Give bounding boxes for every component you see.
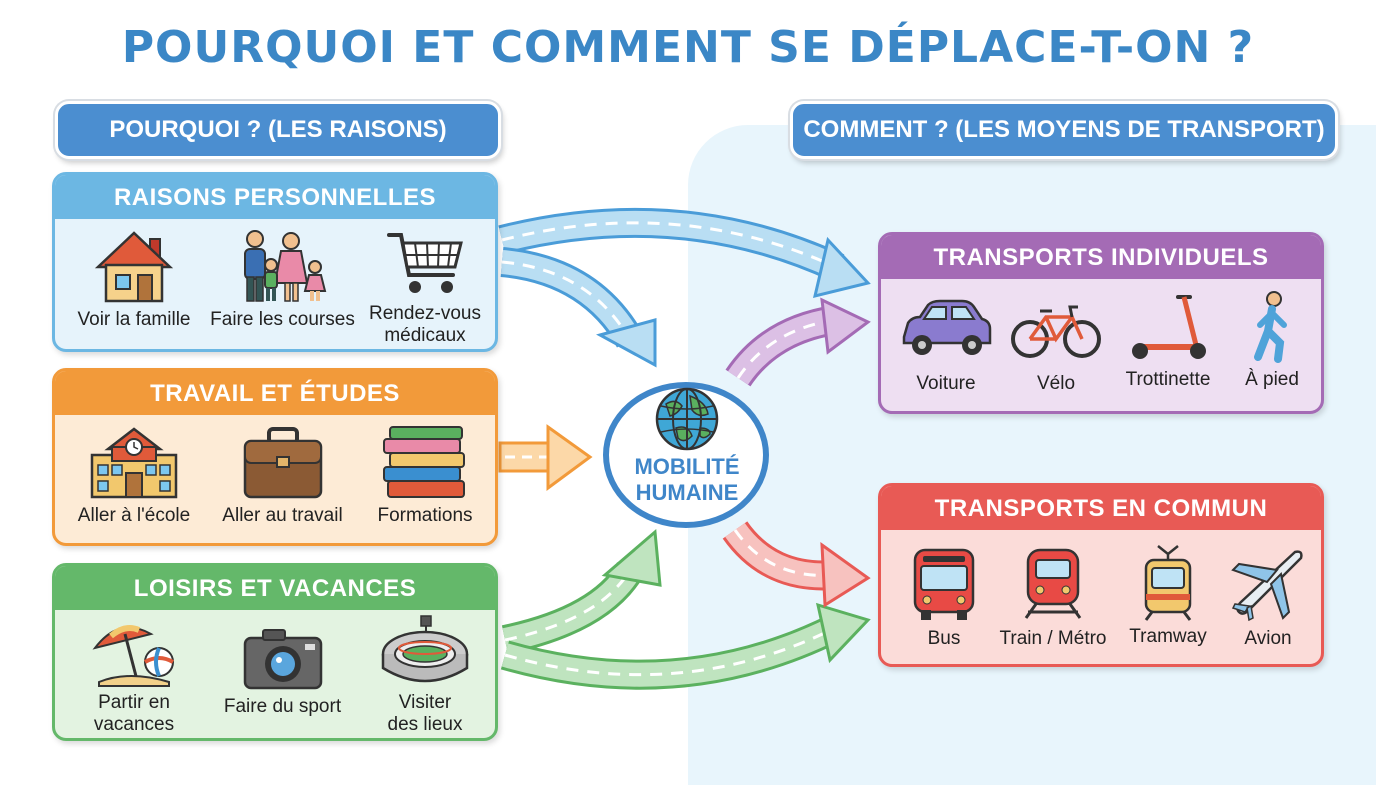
item-walking: À pied xyxy=(1217,291,1321,391)
item-shopping: Faire les courses xyxy=(205,227,360,331)
item-medical-appointments: Rendez-vous médicaux xyxy=(360,227,490,347)
hub-label: MOBILITÉ HUMAINE xyxy=(603,454,771,506)
bicycle-icon xyxy=(1011,305,1101,358)
label-car: Voiture xyxy=(916,373,976,394)
briefcase-icon xyxy=(243,427,322,499)
label-shopping: Faire les courses xyxy=(210,309,355,330)
arrow-work-to-hub xyxy=(498,424,593,491)
tram-icon xyxy=(1144,545,1192,621)
item-visit-places: Visiter des lieux xyxy=(360,614,490,736)
label-training: Formations xyxy=(377,505,473,526)
label-tramway: Tramway xyxy=(1129,626,1207,647)
label-visit-line2: des lieux xyxy=(387,714,463,735)
arrow-personal-to-hub xyxy=(500,247,657,368)
item-airplane: Avion xyxy=(1213,546,1321,650)
box-personal-title: RAISONS PERSONNELLES xyxy=(55,175,495,219)
globe-icon xyxy=(655,387,719,451)
hub-circle xyxy=(603,382,769,528)
item-training: Formations xyxy=(360,425,490,527)
arrow-leisure-to-public xyxy=(500,602,871,690)
label-holiday-line1: Partir en xyxy=(98,692,170,713)
left-section-header: POURQUOI ? (LES RAISONS) xyxy=(55,101,501,159)
label-airplane: Avion xyxy=(1244,628,1292,649)
hub-label-line1: MOBILITÉ xyxy=(634,454,740,479)
item-go-to-work: Aller au travail xyxy=(210,425,355,527)
box-leisure-title: LOISIRS ET VACANCES xyxy=(55,566,495,610)
arrow-hub-to-individual xyxy=(725,297,871,387)
label-bicycle: Vélo xyxy=(1036,373,1076,394)
airplane-icon xyxy=(1231,550,1303,622)
beach-umbrella-icon xyxy=(92,625,174,687)
label-go-to-work: Aller au travail xyxy=(222,505,343,526)
item-bicycle: Vélo xyxy=(1001,297,1111,395)
item-do-sport: Faire du sport xyxy=(210,626,355,718)
house-icon xyxy=(94,231,174,303)
item-scooter: Trottinette xyxy=(1113,293,1223,391)
label-train-metro: Train / Métro xyxy=(999,628,1107,649)
label-go-on-holiday: Partir en vacances xyxy=(69,692,199,736)
hub-human-mobility: MOBILITÉ HUMAINE xyxy=(603,382,771,530)
label-medical-appointments: Rendez-vous médicaux xyxy=(360,303,490,347)
label-visit-line1: Visiter xyxy=(398,692,452,713)
car-icon xyxy=(902,299,992,355)
box-individual-title: TRANSPORTS INDIVIDUELS xyxy=(881,235,1321,279)
label-do-sport: Faire du sport xyxy=(223,696,342,717)
label-see-family: Voir la famille xyxy=(77,309,191,330)
shopping-cart-icon xyxy=(387,233,463,293)
train-icon xyxy=(1024,548,1082,619)
label-walking: À pied xyxy=(1245,369,1299,390)
label-medical-line1: Rendez-vous xyxy=(369,303,481,324)
box-leisure-holidays: LOISIRS ET VACANCES Partir en vacances F… xyxy=(52,563,498,741)
item-see-family: Voir la famille xyxy=(69,227,199,331)
item-train-metro: Train / Métro xyxy=(991,546,1115,650)
scooter-icon xyxy=(1132,295,1206,359)
hub-label-line2: HUMAINE xyxy=(635,480,739,505)
arrow-personal-to-individual xyxy=(498,207,871,299)
arrow-leisure-to-hub xyxy=(501,528,662,655)
right-section-header: COMMENT ? (LES MOYENS DE TRANSPORT) xyxy=(790,101,1338,159)
box-personal-reasons: RAISONS PERSONNELLES Voir la famille xyxy=(52,172,498,352)
item-go-to-school: Aller à l'école xyxy=(69,425,199,527)
label-visit-places: Visiter des lieux xyxy=(360,692,490,736)
item-go-on-holiday: Partir en vacances xyxy=(69,616,199,736)
box-individual-transport: TRANSPORTS INDIVIDUELS Voiture Vélo Trot… xyxy=(878,232,1324,414)
item-tramway: Tramway xyxy=(1113,544,1223,648)
family-icon xyxy=(243,230,326,302)
box-public-title: TRANSPORTS EN COMMUN xyxy=(881,486,1321,530)
books-icon xyxy=(383,426,465,498)
stadium-icon xyxy=(381,615,469,683)
bus-icon xyxy=(913,548,975,620)
label-medical-line2: médicaux xyxy=(384,325,466,346)
arrow-hub-to-public xyxy=(722,520,871,608)
page-title: POURQUOI ET COMMENT SE DÉPLACE-T-ON ? xyxy=(121,22,1255,73)
box-public-transport: TRANSPORTS EN COMMUN Bus Train / Métro xyxy=(878,483,1324,667)
label-scooter: Trottinette xyxy=(1125,369,1211,390)
camera-icon xyxy=(243,629,322,690)
item-car: Voiture xyxy=(891,297,1001,395)
item-bus: Bus xyxy=(889,546,999,650)
walking-person-icon xyxy=(1254,291,1287,363)
box-work-title: TRAVAIL ET ÉTUDES xyxy=(55,371,495,415)
school-icon xyxy=(90,427,178,499)
label-go-to-school: Aller à l'école xyxy=(77,505,191,526)
box-work-studies: TRAVAIL ET ÉTUDES Aller à l'école Aller … xyxy=(52,368,498,546)
label-holiday-line2: vacances xyxy=(93,714,175,735)
label-bus: Bus xyxy=(927,628,961,649)
flow-arrows xyxy=(498,207,871,690)
